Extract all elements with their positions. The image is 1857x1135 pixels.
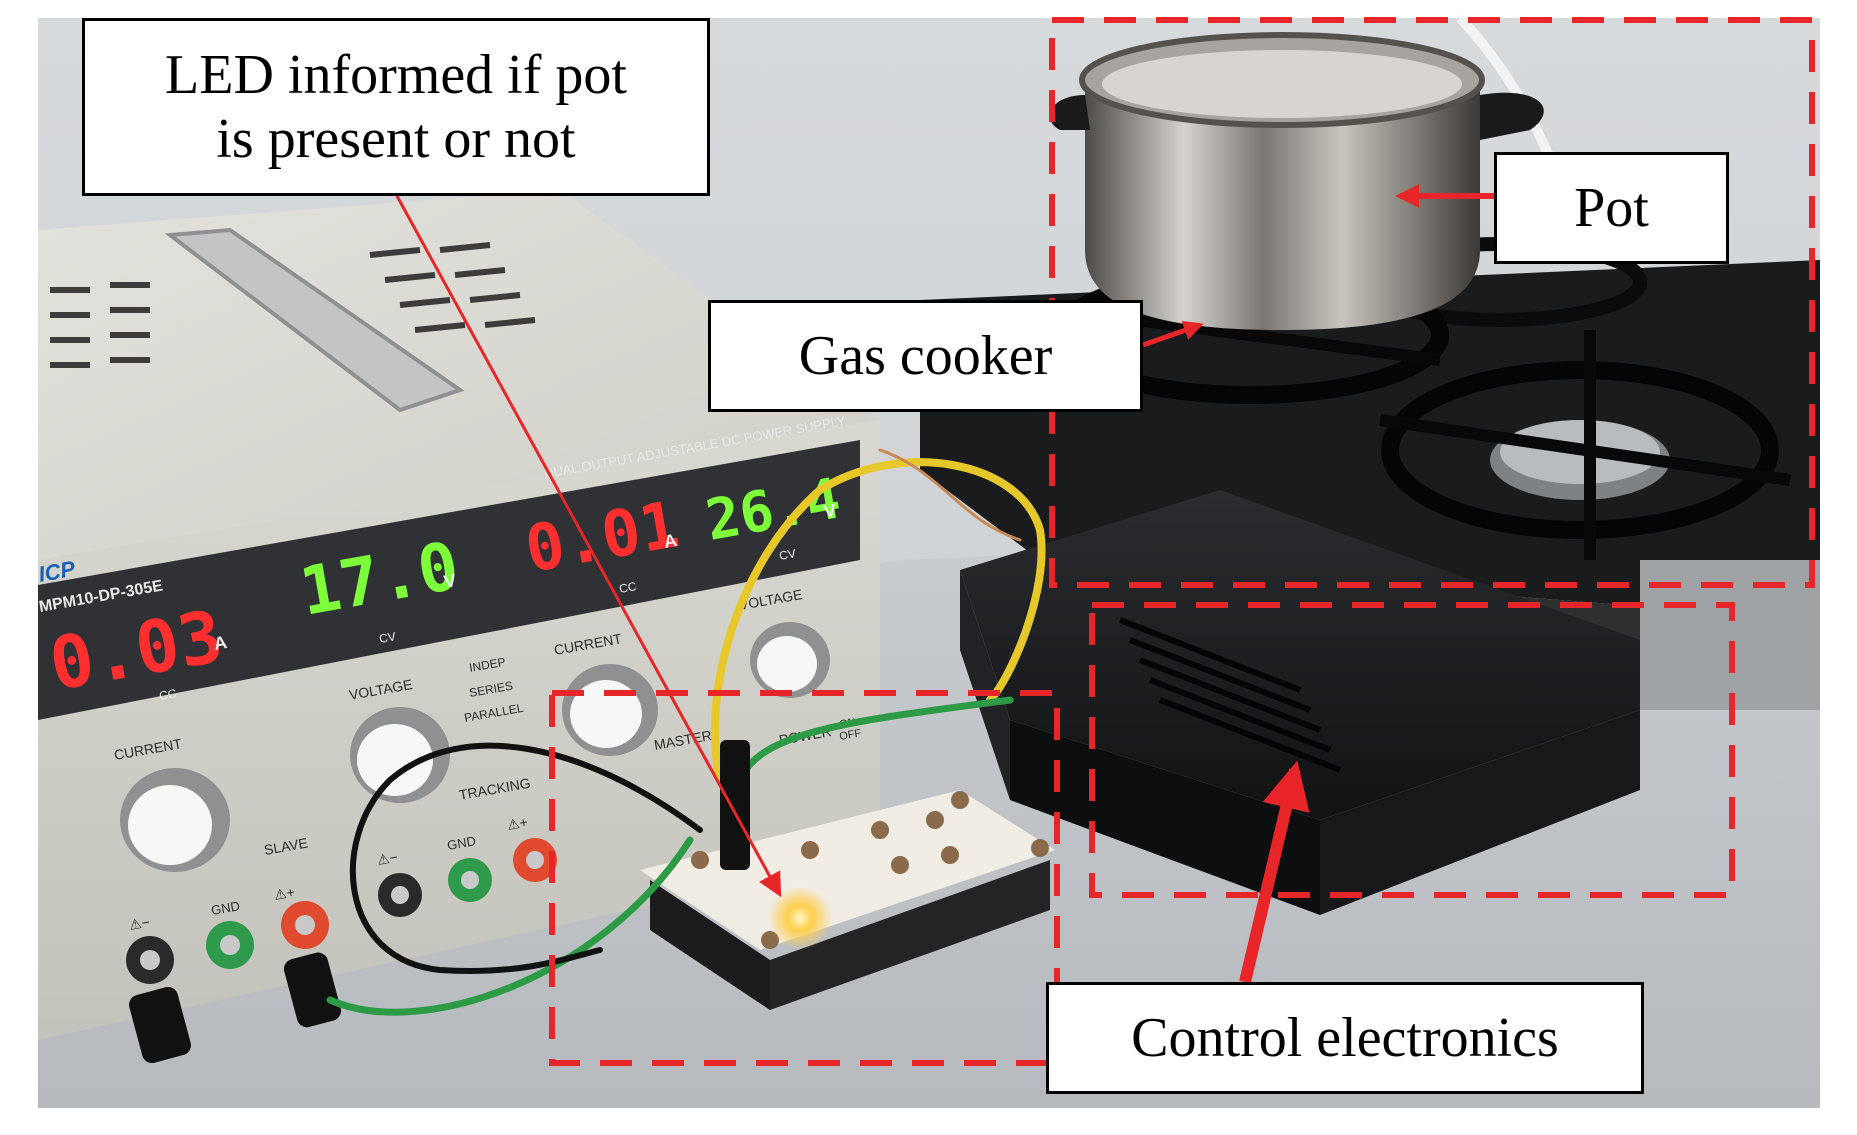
control-arrow bbox=[1239, 760, 1310, 984]
probe-plug bbox=[720, 740, 750, 870]
psu-handle bbox=[164, 227, 465, 413]
label-gnd: GND bbox=[210, 898, 241, 918]
green-wire-top bbox=[736, 696, 1014, 784]
led-arrow bbox=[395, 195, 782, 898]
box-top bbox=[960, 490, 1640, 820]
label-minus-right: ⚠− bbox=[376, 849, 399, 868]
board-screws bbox=[691, 791, 1049, 949]
pot-inside bbox=[1102, 50, 1462, 118]
pot-handle-left bbox=[1049, 95, 1090, 130]
label-minus: ⚠− bbox=[128, 914, 151, 933]
label-off: OFF bbox=[838, 727, 862, 743]
led-indicator bbox=[768, 886, 832, 950]
yellow-wire bbox=[710, 458, 1046, 784]
control-electronics-highlight-box bbox=[1089, 602, 1735, 898]
label-gnd-right: GND bbox=[446, 833, 477, 853]
board-top bbox=[640, 790, 1055, 950]
pot-callout-label: Pot bbox=[1494, 152, 1729, 264]
pot bbox=[1049, 32, 1544, 330]
mode-right-voltage: CV bbox=[778, 546, 797, 563]
box-end bbox=[960, 570, 1010, 800]
pot-handle-right bbox=[1480, 92, 1544, 140]
mode-left-voltage: CV bbox=[378, 629, 397, 646]
psu-terminals bbox=[126, 838, 557, 1064]
mode-right-current: CC bbox=[618, 579, 638, 596]
unit-right-current: A bbox=[662, 530, 678, 552]
gas-cooker bbox=[920, 237, 1820, 710]
led-callout-label: LED informed if pot is present or not bbox=[82, 18, 710, 196]
wall-cable bbox=[1456, 14, 1560, 172]
box-side bbox=[1320, 710, 1640, 915]
sensor-board-highlight-box bbox=[549, 690, 1060, 1066]
unit-left-voltage: V bbox=[442, 570, 457, 592]
psu-display-strip bbox=[38, 440, 860, 720]
unit-left-current: A bbox=[212, 632, 228, 654]
psu-vents bbox=[50, 242, 536, 368]
grate-arm bbox=[1379, 414, 1791, 486]
green-wire-bottom bbox=[326, 836, 694, 1016]
psu-knobs bbox=[120, 622, 830, 872]
board-side bbox=[770, 860, 1050, 1010]
label-slave: SLAVE bbox=[263, 835, 309, 858]
board-front bbox=[650, 880, 770, 1010]
label-plus: ⚠+ bbox=[273, 884, 296, 903]
gas-arrow bbox=[1142, 320, 1204, 348]
box-front bbox=[1010, 720, 1320, 915]
control-electronics-box bbox=[960, 490, 1640, 915]
control-electronics-callout-label: Control electronics bbox=[1046, 982, 1644, 1094]
pot-body bbox=[1085, 80, 1480, 330]
copper-wire bbox=[878, 448, 1022, 542]
unit-right-voltage: V bbox=[822, 500, 837, 522]
label-plus-right: ⚠+ bbox=[506, 814, 529, 833]
mode-left-current: CC bbox=[158, 686, 178, 703]
wires bbox=[326, 448, 1046, 1016]
label-indep: INDEP bbox=[468, 655, 507, 675]
burner-grate-front bbox=[1381, 361, 1779, 539]
gas-cooker-callout-label: Gas cooker bbox=[708, 300, 1143, 412]
led-sensor-board bbox=[640, 790, 1055, 1010]
